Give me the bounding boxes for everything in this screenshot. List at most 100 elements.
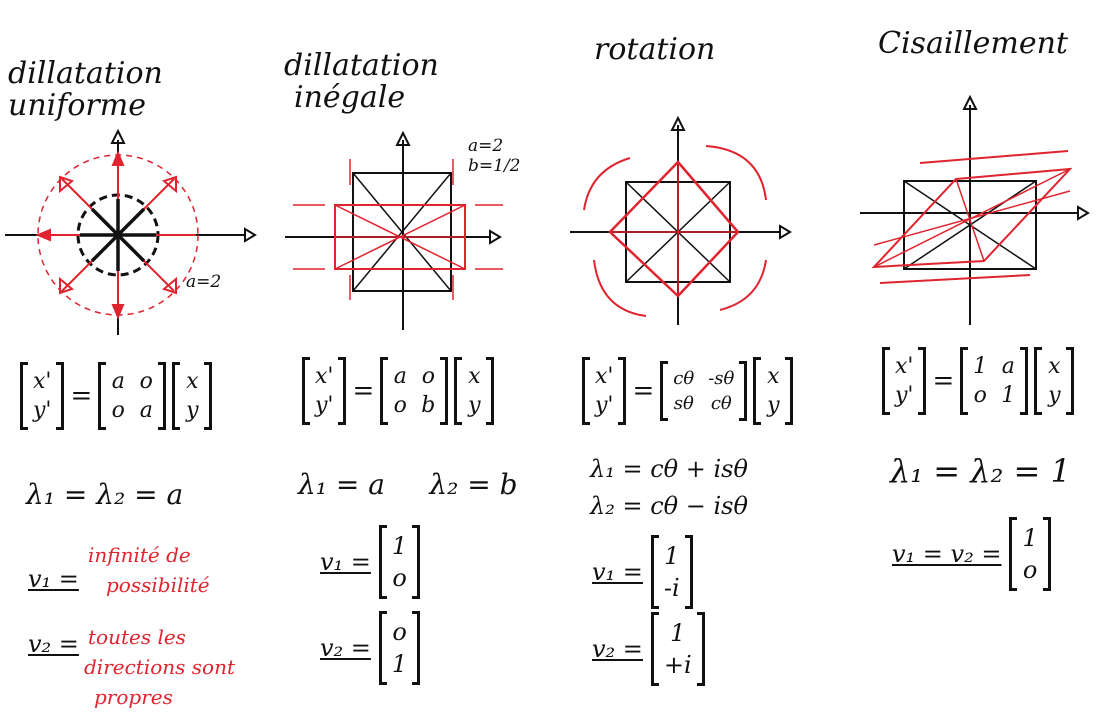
lhs-x: x' xyxy=(595,364,614,389)
rhs-y: y xyxy=(186,398,199,423)
column-uniform-dilation: dillatation uniforme xyxy=(0,0,270,719)
m12: o xyxy=(139,369,153,394)
original-diagonals xyxy=(352,172,452,292)
param-a: a=2 xyxy=(468,136,504,156)
rotation-arrows xyxy=(583,145,767,317)
rhs-vector: x y xyxy=(454,357,495,425)
transform-matrix: 1 a o 1 xyxy=(960,347,1029,415)
v1-c2: -i xyxy=(663,574,680,602)
x-axis-arrow xyxy=(779,224,792,240)
v2-c1: 1 xyxy=(670,619,686,647)
eigenvector-2-row: v₂ = o 1 xyxy=(320,611,421,685)
rhs-x: x xyxy=(186,369,199,394)
eigenvector-2-row: v₂ = xyxy=(28,630,79,658)
eigenvalues: λ₁ = λ₂ = 1 xyxy=(890,452,1071,490)
column-shear: Cisaillement x' y' = 1 a o 1 xyxy=(830,0,1113,719)
matrix-equation: x' y' = a o o b x y xyxy=(302,357,495,425)
rhs-vector: x y xyxy=(753,357,794,425)
m22: cθ xyxy=(710,393,732,414)
m22: 1 xyxy=(1001,383,1016,408)
matrix-equation: x' y' = a o o a x y xyxy=(20,362,213,430)
y-axis-arrow xyxy=(962,95,978,110)
eigenvalue-1: λ₁ = cθ + isθ xyxy=(590,455,748,483)
title-shear: Cisaillement xyxy=(878,28,1068,60)
m12: a xyxy=(1001,354,1015,379)
v1-c1: 1 xyxy=(1022,524,1038,552)
title-line-1: rotation xyxy=(594,32,716,67)
m11: cθ xyxy=(673,368,695,389)
eigenvector-2-row: v₂ = 1 +i xyxy=(592,612,705,686)
scaled-diagonals xyxy=(334,204,466,270)
title-line-2: inégale xyxy=(294,80,406,115)
v2-c1: o xyxy=(392,618,407,646)
v2-vector: 1 +i xyxy=(650,612,705,686)
lhs-vector: x' y' xyxy=(20,362,65,430)
v1-label: v₁ = xyxy=(28,565,79,593)
v1-v2-label: v₁ = v₂ = xyxy=(892,540,1002,568)
column-unequal-dilation: dillatation inégale a=2 b=1/2 xyxy=(270,0,560,719)
v2-note-line-1: toutes les xyxy=(88,625,186,649)
v1-c1: 1 xyxy=(391,532,408,560)
m22: b xyxy=(421,393,436,418)
original-diagonals xyxy=(903,180,1037,270)
eigenvector-1-row: v₁ = 1 -i xyxy=(592,535,693,609)
unequal-dilation-diagram xyxy=(285,130,503,330)
m12: -sθ xyxy=(708,368,735,389)
rotated-diagonals xyxy=(610,162,738,296)
original-vectors xyxy=(80,199,156,271)
title-unequal-dilation: dillatation inégale xyxy=(284,50,439,114)
equals-sign: = xyxy=(932,366,955,396)
eigenvector-1-row: v₁ = xyxy=(28,565,79,593)
m21: o xyxy=(393,393,407,418)
v2-label: v₂ = xyxy=(592,635,643,663)
rhs-vector: x y xyxy=(1034,347,1075,415)
vertical-shrink-arrows xyxy=(349,159,454,300)
lhs-x: x' xyxy=(33,369,52,394)
eigenvalues: λ₁ = a λ₂ = b xyxy=(298,468,518,501)
rotation-diagram xyxy=(570,115,792,325)
v1-note-line-1: infinité de xyxy=(88,543,191,567)
rhs-y: y xyxy=(767,393,780,418)
eigenvalue-2: λ₂ = cθ − isθ xyxy=(590,492,748,520)
v1-c1: 1 xyxy=(664,542,680,570)
eigenvector-row: v₁ = v₂ = 1 o xyxy=(892,517,1052,591)
m21: o xyxy=(973,383,987,408)
v2-label: v₂ = xyxy=(320,634,371,662)
original-square xyxy=(352,172,452,292)
y-axis-arrow xyxy=(395,130,411,146)
v1-note: infinité de possibilité xyxy=(88,540,210,600)
v1-label: v₁ = xyxy=(592,558,643,586)
rhs-x: x xyxy=(1048,354,1061,379)
lhs-y: y' xyxy=(315,393,334,418)
m11: a xyxy=(111,369,125,394)
x-axis-arrow xyxy=(244,227,257,243)
sheared-diagonals xyxy=(873,168,1071,268)
v1-vector: 1 o xyxy=(378,525,421,599)
v2-label: v₂ = xyxy=(28,630,79,658)
uniform-dilation-diagram xyxy=(5,128,257,335)
title-line-1: Cisaillement xyxy=(878,26,1068,61)
shear-diagram xyxy=(860,95,1090,325)
v1-vector: 1 -i xyxy=(650,535,693,609)
transform-matrix: a o o a xyxy=(98,362,167,430)
m21: sθ xyxy=(673,393,694,414)
eigenvector-1-row: v₁ = 1 o xyxy=(320,525,421,599)
lhs-x: x' xyxy=(315,364,334,389)
equals-sign: = xyxy=(352,376,375,406)
matrix-equation: x' y' = cθ -sθ sθ cθ x y xyxy=(582,357,794,425)
v1-vector: 1 o xyxy=(1009,517,1052,591)
title-line-1: dillatation xyxy=(8,56,163,91)
lhs-vector: x' y' xyxy=(582,357,627,425)
v1-c2: o xyxy=(392,564,407,592)
rhs-vector: x y xyxy=(172,362,213,430)
v1-note-line-2: possibilité xyxy=(106,573,210,597)
column-rotation: rotation x' y' = cθ -sθ sθ cθ xyxy=(560,0,830,719)
v2-note: toutes les directions sont propres xyxy=(84,622,235,712)
v1-c2: o xyxy=(1022,556,1038,584)
rhs-y: y xyxy=(1048,383,1061,408)
x-axis-arrow xyxy=(489,229,502,245)
equals-sign: = xyxy=(632,376,655,406)
title-line-1: dillatation xyxy=(284,48,439,83)
v2-note-line-3: propres xyxy=(94,685,173,709)
param-a: a=2 xyxy=(186,272,222,292)
